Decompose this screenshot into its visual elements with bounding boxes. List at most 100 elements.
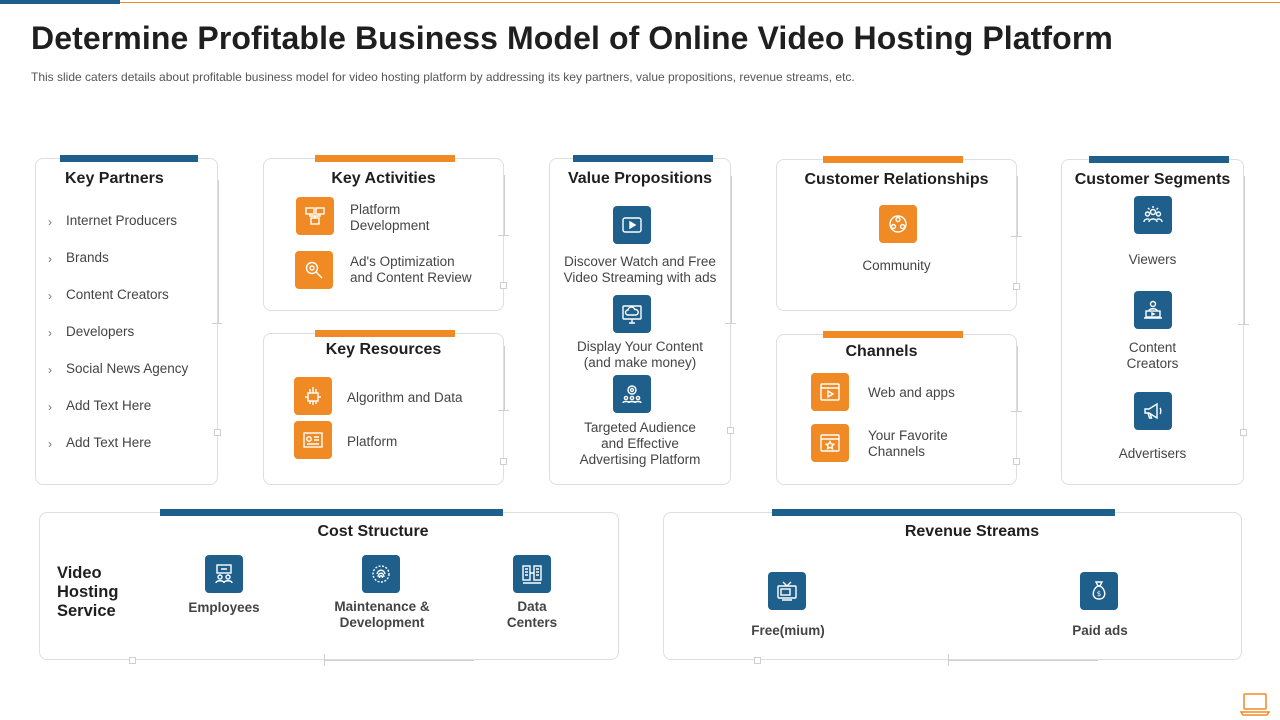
bullet-icon: › — [48, 289, 52, 303]
megaphone-icon — [1134, 392, 1172, 430]
group-icon — [1134, 196, 1172, 234]
activity-label-line: Platform — [350, 202, 401, 217]
employees-icon — [205, 555, 243, 593]
star-window-icon — [811, 424, 849, 462]
segment-label-line: Viewers — [1128, 252, 1177, 267]
decor-square — [727, 427, 734, 434]
key-activities-title: Key Activities — [331, 170, 436, 187]
value-label-line: Advertising Platform — [579, 452, 701, 467]
segment-label: Advertisers — [1062, 446, 1243, 462]
card-accent-bar — [1089, 156, 1229, 163]
cost-label-line: Data — [517, 599, 547, 614]
cost-label-line: Development — [339, 615, 425, 630]
resource-label: Algorithm and Data — [347, 390, 463, 405]
community-icon — [879, 205, 917, 243]
cost-label-line: Employees — [188, 600, 260, 615]
decor-square — [214, 429, 221, 436]
card-accent-bar — [573, 155, 713, 162]
decor-square — [500, 458, 507, 465]
decor-line — [1017, 176, 1018, 237]
list-item: Add Text Here — [66, 435, 152, 450]
service-label-line: Service — [57, 602, 116, 620]
value-propositions-title: Value Propositions — [567, 170, 713, 187]
value-label-line: (and make money) — [583, 355, 697, 370]
decor-line — [324, 660, 474, 661]
cost-label-line: Maintenance & — [334, 599, 430, 614]
card-accent-bar — [823, 156, 963, 163]
bullet-icon: › — [48, 252, 52, 266]
bullet-icon: › — [48, 437, 52, 451]
activity-label-line: Ad's Optimization — [350, 254, 455, 269]
cost-label-line: Centers — [506, 615, 558, 630]
key-resources-title: Key Resources — [325, 341, 442, 358]
page-subtitle: This slide caters details about profitab… — [31, 70, 855, 84]
card-accent-bar — [60, 155, 198, 162]
laptop-icon — [1240, 693, 1270, 716]
cost-label: Maintenance &Development — [302, 599, 462, 631]
bullet-icon: › — [48, 326, 52, 340]
channel-label-line: Web and apps — [868, 385, 955, 400]
svg-text:$: $ — [1097, 590, 1101, 598]
top-accent-blue — [0, 0, 120, 4]
decor-square — [754, 657, 761, 664]
segment-label-line: Advertisers — [1118, 446, 1187, 461]
revenue-label: Free(mium) — [751, 623, 825, 638]
decor-line — [498, 235, 509, 236]
customer-segments-title: Customer Segments — [1074, 171, 1231, 188]
bullet-icon: › — [48, 215, 52, 229]
activity-label-line: Development — [350, 218, 430, 233]
creator-laptop-icon — [1134, 291, 1172, 329]
fingerprint-gear-icon — [362, 555, 400, 593]
cost-label: Employees — [164, 600, 284, 616]
key-partners-card: Key Partners › Internet Producers › Bran… — [35, 155, 218, 485]
cloud-monitor-icon — [613, 295, 651, 333]
channel-label: Web and apps — [868, 385, 955, 401]
server-icon — [296, 197, 334, 235]
decor-line — [1017, 346, 1018, 412]
segment-label-line: Creators — [1126, 356, 1179, 371]
revenue-streams-title: Revenue Streams — [904, 523, 1040, 540]
segment-label-line: Content — [1128, 340, 1177, 355]
dashboard-icon — [294, 421, 332, 459]
customer-relationships-card: Customer Relationships Community — [776, 156, 1017, 311]
value-label: Display Your Content(and make money) — [550, 339, 730, 371]
segment-label: Viewers — [1062, 252, 1243, 268]
value-label-line: Targeted Audience — [584, 420, 696, 435]
magnifier-gear-icon — [295, 251, 333, 289]
revenue-label: Paid ads — [1072, 623, 1128, 638]
decor-line — [504, 346, 505, 411]
network-chip-icon — [294, 377, 332, 415]
channel-label-line: Your Favorite — [868, 428, 948, 443]
card-accent-bar — [315, 330, 455, 337]
value-label-line: Video Streaming with ads — [563, 270, 717, 285]
decor-line — [725, 323, 736, 324]
video-play-icon — [613, 206, 651, 244]
value-label-line: Discover Watch and Free — [564, 254, 716, 269]
decor-line — [218, 180, 219, 324]
decor-square — [1013, 458, 1020, 465]
key-partners-title: Key Partners — [65, 170, 164, 187]
activity-label-line: and Content Review — [350, 270, 472, 285]
decor-line — [1011, 411, 1022, 412]
revenue-streams-card: Revenue Streams Free(mium) $ Paid ads — [663, 509, 1242, 660]
channel-label-line: Channels — [868, 444, 926, 459]
value-label-line: Display Your Content — [576, 339, 704, 354]
card-accent-bar — [823, 331, 963, 338]
value-label-line: and Effective — [601, 436, 679, 451]
list-item: Brands — [66, 250, 109, 265]
top-accent-orange — [120, 2, 1280, 3]
target-audience-icon — [613, 375, 651, 413]
bullet-icon: › — [48, 363, 52, 377]
page-title: Determine Profitable Business Model of O… — [31, 20, 1113, 56]
money-bag-icon: $ — [1080, 572, 1118, 610]
